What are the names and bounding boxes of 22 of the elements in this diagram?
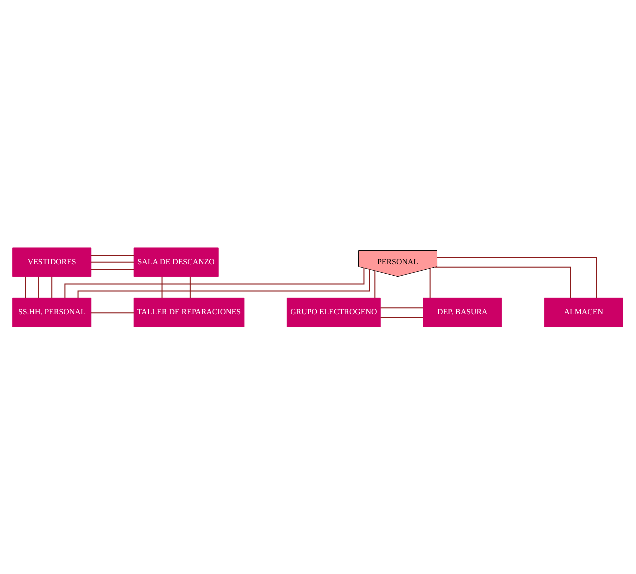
node-box: GRUPO ELECTROGENO xyxy=(286,297,381,327)
node-box: ALMACEN xyxy=(544,297,624,327)
connector xyxy=(374,270,376,298)
connector xyxy=(380,307,424,308)
connector xyxy=(38,276,40,298)
connector xyxy=(90,261,135,262)
node-box: DEP. BASURA xyxy=(423,297,502,327)
connector xyxy=(430,268,431,298)
node-box: SS.HH. PERSONAL xyxy=(12,297,92,327)
connector xyxy=(52,276,53,298)
connector xyxy=(90,254,135,256)
node-box: TALLER DE REPARACIONES xyxy=(134,297,245,327)
connector xyxy=(90,312,134,314)
connector xyxy=(380,316,424,318)
connector xyxy=(190,276,191,298)
connector xyxy=(436,256,598,298)
connector xyxy=(90,268,135,270)
connector xyxy=(25,276,26,298)
node-box: VESTIDORES xyxy=(12,247,92,277)
connector xyxy=(162,276,163,298)
connector xyxy=(434,266,572,298)
node-box: SALA DE DESCANZO xyxy=(134,247,219,277)
